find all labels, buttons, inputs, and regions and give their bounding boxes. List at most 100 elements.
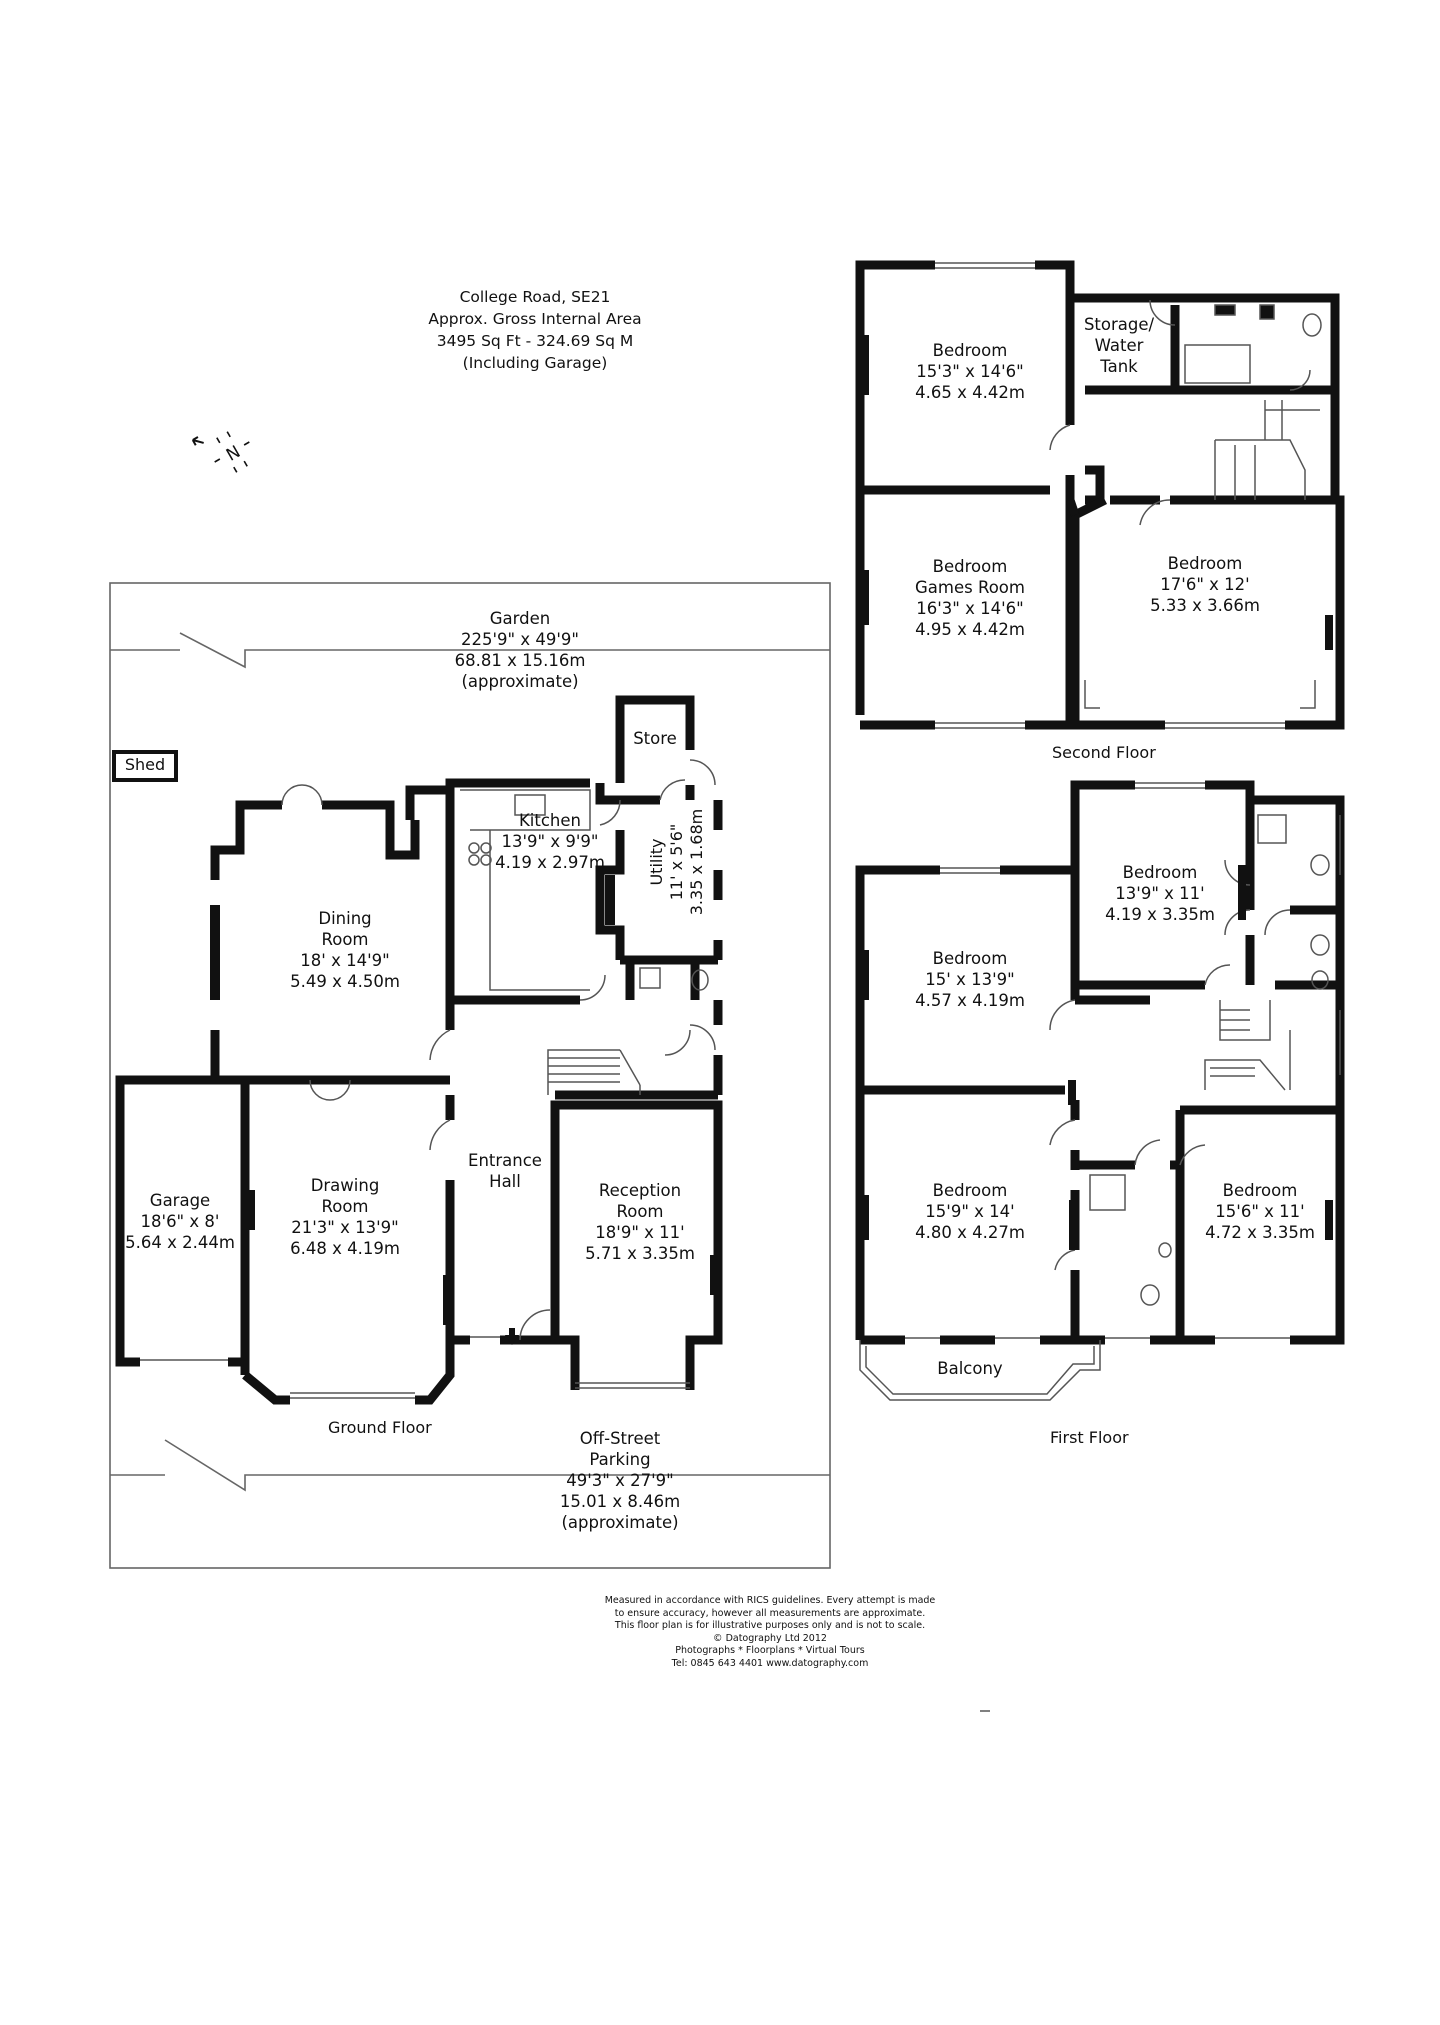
drawing-name: Drawing: [310, 1176, 380, 1195]
s-bed1-name: Bedroom: [932, 341, 1008, 360]
label-first-bedroom-d: Bedroom 15'6" x 11' 4.72 x 3.35m: [1185, 1180, 1335, 1243]
label-second-bedroom-2: Bedroom 17'6" x 12' 5.33 x 3.66m: [1130, 553, 1280, 616]
f-bed-a-name: Bedroom: [1122, 863, 1198, 882]
parking-name-2: Parking: [589, 1450, 651, 1469]
ground-site-outline: [109, 582, 831, 1569]
footer-line-2: to ensure accuracy, however all measurem…: [614, 1607, 926, 1619]
f-bed-d-imperial: 15'6" x 11': [1215, 1202, 1305, 1221]
f-bed-d-name: Bedroom: [1222, 1181, 1298, 1200]
storage-name-3: Tank: [1100, 357, 1138, 376]
garden-note: (approximate): [461, 672, 579, 691]
label-garden: Garden 225'9" x 49'9" 68.81 x 15.16m (ap…: [430, 608, 610, 692]
dining-metric: 5.49 x 4.50m: [290, 972, 400, 991]
reception-name: Reception: [598, 1181, 682, 1200]
storage-name: Storage/: [1083, 315, 1155, 334]
label-entrance-hall: Entrance Hall: [460, 1150, 550, 1192]
label-bedroom-games-room: Bedroom Games Room 16'3" x 14'6" 4.95 x …: [895, 556, 1045, 640]
s-bed2-metric: 5.33 x 3.66m: [1150, 596, 1260, 615]
ground-floor-walls: [115, 695, 723, 1405]
storage-name-2: Water: [1094, 336, 1144, 355]
entrance-arrow-icon: [505, 1328, 519, 1345]
store-name: Store: [633, 729, 677, 748]
garage-imperial: 18'6" x 8': [140, 1212, 220, 1231]
label-off-street-parking: Off-Street Parking 49'3" x 27'9" 15.01 x…: [540, 1428, 700, 1533]
dining-name: Dining: [318, 909, 372, 928]
footer-line-6: Tel: 0845 643 4401 www.datography.com: [671, 1657, 869, 1669]
drawing-metric: 6.48 x 4.19m: [290, 1239, 400, 1258]
games-name: Bedroom: [932, 557, 1008, 576]
label-ground-floor: Ground Floor: [328, 1418, 432, 1437]
garden-metric: 68.81 x 15.16m: [454, 651, 586, 670]
compass-letter: N: [223, 442, 244, 466]
utility-name: Utility: [647, 838, 666, 886]
label-balcony: Balcony: [920, 1358, 1020, 1379]
drawing-imperial: 21'3" x 13'9": [291, 1218, 399, 1237]
f-bed-b-name: Bedroom: [932, 949, 1008, 968]
north-arrow-icon: [191, 431, 250, 473]
kitchen-metric: 4.19 x 2.97m: [495, 853, 605, 872]
label-kitchen: Kitchen 13'9" x 9'9" 4.19 x 2.97m: [475, 810, 625, 873]
parking-metric: 15.01 x 8.46m: [559, 1492, 681, 1511]
label-utility: Utility 11' x 5'6" 3.35 x 1.68m: [647, 797, 707, 927]
footer-line-1: Measured in accordance with RICS guideli…: [604, 1595, 936, 1606]
s-bed2-imperial: 17'6" x 12': [1160, 575, 1250, 594]
garden-imperial: 225'9" x 49'9": [461, 630, 579, 649]
utility-imperial: 11' x 5'6": [667, 823, 686, 901]
label-first-bedroom-b: Bedroom 15' x 13'9" 4.57 x 4.19m: [895, 948, 1045, 1011]
parking-note: (approximate): [561, 1513, 679, 1532]
label-dining-room: Dining Room 18' x 14'9" 5.49 x 4.50m: [260, 908, 430, 992]
label-reception-room: Reception Room 18'9" x 11' 5.71 x 3.35m: [565, 1180, 715, 1264]
f-bed-a-metric: 4.19 x 3.35m: [1105, 905, 1215, 924]
f-bed-c-imperial: 15'9" x 14': [925, 1202, 1015, 1221]
header-note: (Including Garage): [462, 354, 608, 372]
disclaimer-footer: Measured in accordance with RICS guideli…: [560, 1595, 980, 1670]
footer-line-3: This floor plan is for illustrative purp…: [614, 1620, 926, 1631]
f-bed-c-name: Bedroom: [932, 1181, 1008, 1200]
footer-line-5: Photographs * Floorplans * Virtual Tours: [675, 1645, 865, 1656]
second-floor-walls: [855, 260, 1345, 730]
label-second-bedroom-1: Bedroom 15'3" x 14'6" 4.65 x 4.42m: [895, 340, 1045, 403]
label-first-bedroom-a: Bedroom 13'9" x 11' 4.19 x 3.35m: [1085, 862, 1235, 925]
label-first-bedroom-c: Bedroom 15'9" x 14' 4.80 x 4.27m: [895, 1180, 1045, 1243]
garage-metric: 5.64 x 2.44m: [125, 1233, 235, 1252]
property-header: College Road, SE21 Approx. Gross Interna…: [415, 286, 655, 374]
reception-name-2: Room: [616, 1202, 664, 1221]
garage-name: Garage: [149, 1191, 211, 1210]
s-bed1-metric: 4.65 x 4.42m: [915, 383, 1025, 402]
garden-name: Garden: [489, 609, 551, 628]
ground-floor-details: [140, 759, 716, 1399]
s-bed1-imperial: 15'3" x 14'6": [916, 362, 1024, 381]
f-bed-b-metric: 4.57 x 4.19m: [915, 991, 1025, 1010]
kitchen-name: Kitchen: [518, 811, 581, 830]
shed: [112, 750, 178, 782]
entrance-name: Entrance: [468, 1151, 542, 1170]
s-bed2-name: Bedroom: [1167, 554, 1243, 573]
second-floor-details: [935, 262, 1322, 729]
entrance-name-2: Hall: [489, 1172, 521, 1191]
games-name-2: Games Room: [915, 578, 1025, 597]
parking-imperial: 49'3" x 27'9": [566, 1471, 674, 1490]
label-shed: Shed: [124, 755, 166, 774]
reception-imperial: 18'9" x 11': [595, 1223, 685, 1242]
f-bed-d-metric: 4.72 x 3.35m: [1205, 1223, 1315, 1242]
footer-line-4: © Datography Ltd 2012: [713, 1632, 827, 1644]
games-metric: 4.95 x 4.42m: [915, 620, 1025, 639]
header-area-value: 3495 Sq Ft - 324.69 Sq M: [436, 332, 634, 350]
label-garage: Garage 18'6" x 8' 5.64 x 2.44m: [118, 1190, 242, 1253]
label-store: Store: [625, 728, 685, 749]
dining-imperial: 18' x 14'9": [300, 951, 390, 970]
label-first-floor: First Floor: [1050, 1428, 1129, 1447]
label-second-floor: Second Floor: [1052, 743, 1156, 762]
f-bed-b-imperial: 15' x 13'9": [925, 970, 1015, 989]
label-drawing-room: Drawing Room 21'3" x 13'9" 6.48 x 4.19m: [260, 1175, 430, 1259]
header-address: College Road, SE21: [459, 288, 611, 306]
f-bed-c-metric: 4.80 x 4.27m: [915, 1223, 1025, 1242]
utility-metric: 3.35 x 1.68m: [687, 808, 706, 916]
label-storage-water-tank: Storage/ Water Tank: [1078, 314, 1160, 377]
kitchen-imperial: 13'9" x 9'9": [501, 832, 599, 851]
dining-name-2: Room: [321, 930, 369, 949]
f-bed-a-imperial: 13'9" x 11': [1115, 884, 1205, 903]
wall-radiators: [210, 335, 1333, 1325]
first-floor-details: [859, 782, 1341, 1401]
